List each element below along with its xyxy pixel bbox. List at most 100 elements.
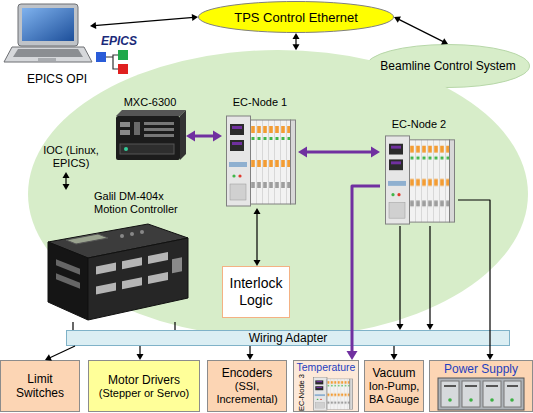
arrow-head (293, 33, 300, 39)
network-ellipse-shape (199, 2, 394, 33)
connector (90, 14, 198, 29)
node-label: Encoders (222, 366, 273, 380)
network-ellipse: Beamline Control System (366, 44, 530, 88)
connector-line (174, 322, 175, 330)
connector (397, 226, 404, 330)
ethercat-node-picture (386, 136, 455, 224)
arrow-head (247, 354, 254, 360)
connector-line (399, 226, 400, 326)
node-label: TPS Control Ethernet (234, 10, 358, 25)
laptop-icon: EPICS OPI (2, 2, 90, 88)
node-label: (SSI, Incremental) (210, 380, 284, 406)
connector (347, 186, 381, 360)
ioc-region-shape (28, 50, 528, 338)
arrow-head (347, 351, 358, 360)
arrow-head (298, 147, 307, 158)
connector-line (192, 135, 215, 138)
ethercat-node: EC-Node 2 (380, 118, 458, 226)
motion-controller-picture (48, 224, 188, 320)
connector (254, 208, 261, 266)
computer-picture (116, 110, 186, 160)
arrow-head (45, 354, 52, 360)
node-label: Galil DM-404x Motion Controller (94, 190, 189, 216)
power-supply-picture (438, 378, 524, 410)
ethercat-node: EC-Node 1 (222, 96, 298, 208)
arrow-head (213, 131, 222, 142)
connector (186, 131, 222, 142)
arrow-head (63, 172, 70, 178)
connector (298, 147, 380, 158)
ethercat-node-picture (313, 377, 352, 410)
arrow-head (63, 184, 70, 190)
device-box: TemperatureEC-Node 3 (293, 360, 359, 412)
node-label: EC-Node 1 (222, 96, 298, 109)
connector-line (256, 212, 257, 262)
node-label: Wiring Adapter (249, 331, 328, 345)
motion-controller: Galil DM-404x Motion Controller (44, 190, 189, 322)
arrow-head (441, 38, 448, 44)
node-label: Limit Switches (4, 372, 76, 400)
arrow-head (254, 260, 261, 266)
connector (394, 17, 448, 45)
device-box: Limit Switches (0, 360, 80, 412)
arrow-head (427, 324, 434, 330)
node-label: Temperature (297, 361, 356, 373)
connector (293, 33, 300, 50)
network-ellipse-shape (367, 45, 530, 88)
arrow-head (192, 14, 198, 21)
connector (458, 200, 494, 360)
connector-line (398, 19, 444, 42)
connector (391, 346, 398, 360)
node-label: Motor Drivers (108, 373, 180, 387)
device-box: VacuumIon-Pump, BA Gauge (364, 360, 424, 412)
connector-line (429, 226, 430, 326)
logic-box: Interlock Logic (222, 266, 290, 318)
connector (247, 346, 254, 360)
node-label: Ion-Pump, BA Gauge (367, 380, 421, 406)
arrow-head (487, 354, 494, 360)
adapter-band: Wiring Adapter (66, 330, 510, 346)
epics-logo-symbol (96, 50, 128, 74)
device-box: Motor Drivers(Stepper or Servo) (88, 360, 200, 412)
ioc-computer: MXC-6300IOC (Linux, EPICS) (40, 96, 186, 172)
logo-text: EPICS (94, 34, 144, 48)
node-label: EC-Node 2 (380, 118, 458, 131)
connector-line (49, 346, 75, 358)
connector-line (94, 17, 194, 25)
arrow-head (397, 324, 404, 330)
arrow-head (90, 22, 96, 29)
node-label: Vacuum (372, 366, 415, 380)
arrow-head (394, 17, 401, 23)
ethercat-node-picture (227, 116, 296, 206)
connector-line (458, 200, 490, 356)
node-label: IOC (Linux, EPICS) (40, 144, 102, 170)
connector (73, 322, 74, 330)
connector (427, 226, 434, 330)
connector (175, 322, 176, 330)
connector (63, 172, 70, 190)
connector-line (304, 151, 373, 154)
node-label: EPICS OPI (24, 72, 90, 86)
arrow-head (186, 131, 195, 142)
connector-line (352, 186, 380, 354)
connector (137, 346, 144, 360)
arrow-head (137, 354, 144, 360)
arrow-head (293, 44, 300, 50)
arrow-head (254, 208, 261, 214)
node-label: (Stepper or Servo) (99, 387, 189, 400)
ioc-region: MXC-6300IOC (Linux, EPICS) EC-Node 1 EC-No… (28, 50, 528, 338)
laptop-picture (4, 4, 92, 62)
node-label: Interlock Logic (225, 275, 287, 309)
device-box: Encoders(SSI, Incremental) (207, 360, 287, 412)
connector (45, 346, 75, 361)
network-ellipse: TPS Control Ethernet (198, 1, 394, 33)
node-label: MXC-6300 (114, 96, 186, 109)
node-label: Power Supply (444, 362, 518, 376)
device-box: Power Supply (429, 360, 533, 412)
node-label: Beamline Control System (380, 59, 515, 73)
arrow-head (371, 147, 380, 158)
node-label: EC-Node 3 (298, 374, 307, 411)
connector-line (72, 322, 73, 330)
arrow-head (391, 354, 398, 360)
